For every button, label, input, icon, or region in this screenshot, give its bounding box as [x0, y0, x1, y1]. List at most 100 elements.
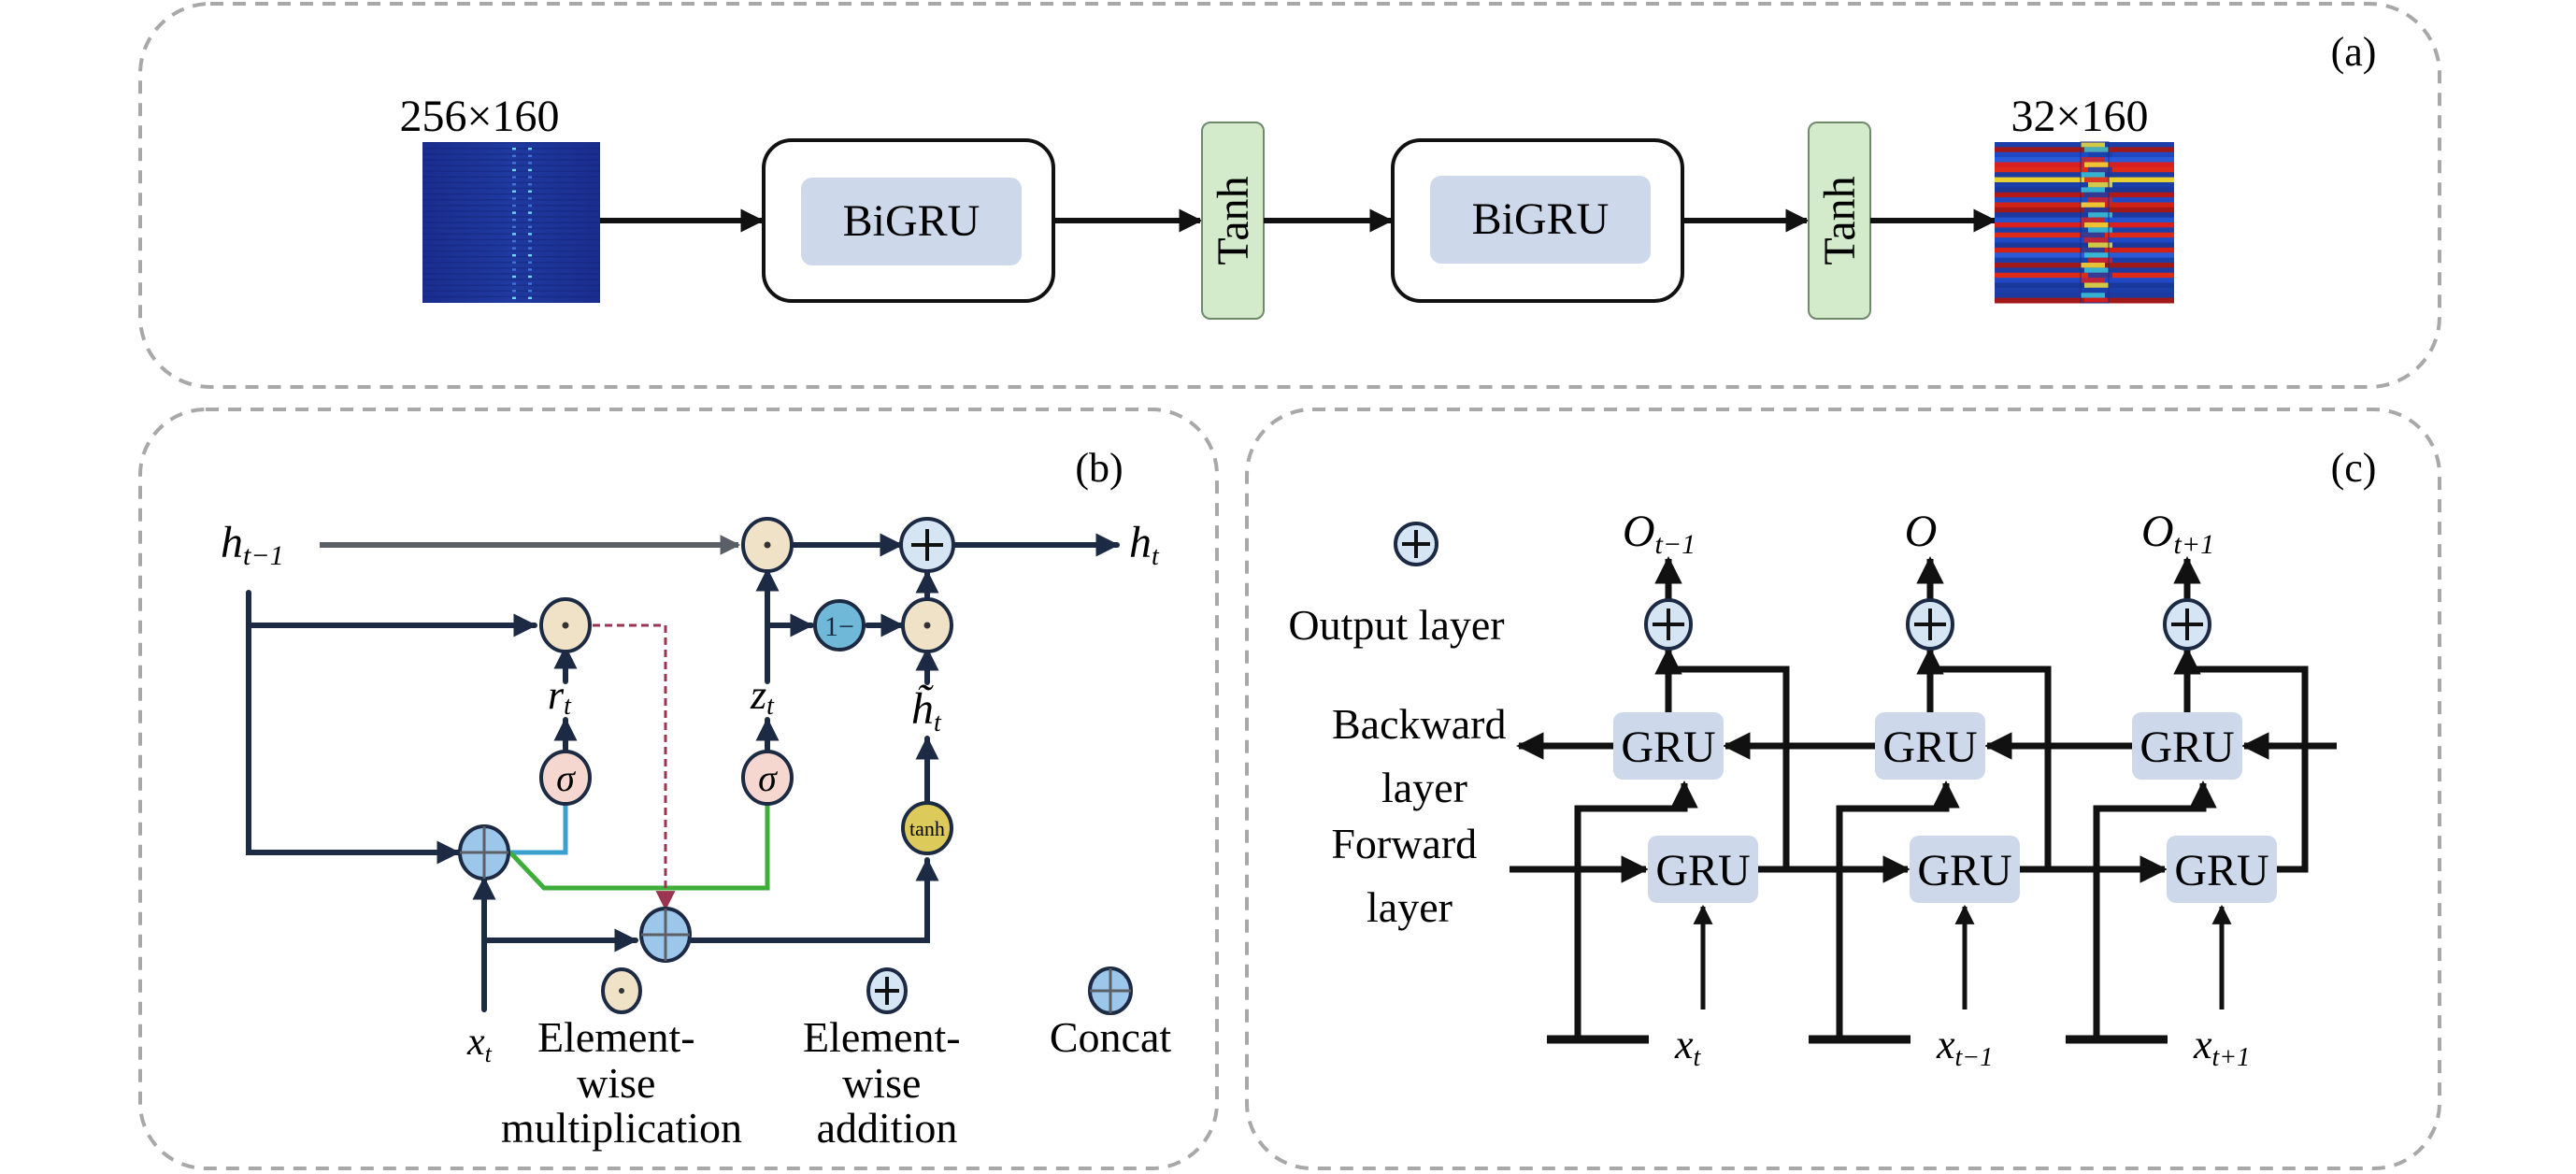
plus-icon — [1653, 608, 1684, 640]
spectrogram-peak — [528, 190, 532, 193]
feature-row — [1995, 287, 2174, 294]
feature-center-cell — [2084, 267, 2109, 273]
spectrogram-band — [422, 193, 600, 195]
spectrogram-peak — [512, 247, 516, 250]
legend-concat-label: Concat — [1050, 1013, 1172, 1061]
spectrogram-band — [422, 159, 600, 161]
input-to-backward-arrow — [2093, 780, 2217, 1039]
feature-center-cell — [2081, 202, 2105, 208]
feature-center-cell — [2088, 182, 2112, 188]
spectrogram-peak — [512, 282, 516, 285]
spectrogram-peak — [512, 211, 516, 214]
spectrogram-peak — [528, 197, 532, 200]
feature-center-cell — [2084, 177, 2109, 182]
panel-b: (b) ht−1 — [138, 408, 1219, 1170]
spectrogram-peak — [528, 233, 532, 236]
output-feature-map — [1995, 141, 2174, 304]
feature-center-cell — [2081, 247, 2105, 253]
concat-to-sigma2-line — [508, 804, 770, 891]
spectrogram-peak — [528, 204, 532, 208]
legend-mult-label: Element- wise multiplication — [501, 1013, 742, 1152]
feature-center-cell — [2084, 222, 2109, 228]
spectrogram-peak — [528, 211, 532, 214]
feature-center-cell — [2081, 278, 2105, 283]
spectrogram-band — [422, 187, 600, 190]
spectrogram-peak — [512, 254, 516, 257]
spectrogram-peak — [512, 268, 516, 271]
spectrogram-peak — [512, 204, 516, 208]
forward-gru-label: GRU — [1917, 846, 2011, 895]
concat-node-2 — [639, 907, 692, 963]
reset-to-concat2-dashed — [593, 623, 676, 911]
feature-row — [1995, 166, 2174, 173]
spectrogram-band — [422, 233, 600, 235]
feature-row — [1995, 182, 2174, 188]
feature-center-cell — [2081, 217, 2105, 222]
feature-center-cell — [2084, 282, 2109, 288]
backward-layer-label: Backward layer — [1332, 700, 1517, 811]
spectrogram-peak — [512, 197, 516, 200]
tanh-block-2: Tanh — [1808, 122, 1871, 320]
input-size-label: 256×160 — [399, 92, 559, 141]
legend-concat-icon — [1088, 966, 1133, 1015]
spectrogram-peak — [528, 296, 532, 299]
feature-center-cell — [2081, 142, 2105, 148]
panel-a-label: (a) — [2331, 29, 2377, 75]
forward-gru-3 — [2167, 836, 2277, 903]
spectrogram-band — [422, 210, 600, 212]
zt-label: zt — [750, 672, 775, 721]
top-mult-node — [741, 517, 794, 573]
output-size-label: 32×160 — [2011, 92, 2148, 141]
sigma-node-reset: σ — [539, 750, 592, 806]
panel-c-border — [1245, 408, 2441, 1170]
spectrogram-peak — [528, 247, 532, 250]
spectrogram-band — [422, 290, 600, 292]
feature-center-cell — [2088, 151, 2112, 158]
bigru-inner-2 — [1430, 176, 1651, 264]
panel-a: (a) 256×160 BiGRU Tanh BiGRU — [138, 2, 2441, 389]
feature-center-cell — [2088, 272, 2112, 279]
feature-center-band — [2080, 141, 2110, 304]
sigma-label-update: σ — [758, 757, 778, 799]
one-minus-node: 1− — [813, 599, 866, 651]
forward-to-output-line — [1668, 666, 1790, 873]
spectrogram-band — [422, 153, 600, 155]
feature-center-cell — [2088, 242, 2112, 248]
spectrogram-peak — [512, 190, 516, 193]
tanh-label-2: Tanh — [1815, 176, 1865, 265]
spectrogram-band — [422, 273, 600, 275]
spectrogram-band — [422, 238, 600, 241]
rt-label: rt — [548, 672, 572, 721]
panel-b-label: (b) — [1075, 445, 1123, 491]
spectrogram-peak — [512, 219, 516, 222]
feature-center-cell — [2084, 237, 2109, 243]
feature-center-cell — [2088, 197, 2112, 203]
spectrogram-peak — [528, 148, 532, 150]
spectrogram-band — [422, 148, 600, 150]
h-prev-branch — [246, 590, 461, 865]
spectrogram-peak — [512, 275, 516, 279]
tanh-node: tanh — [901, 801, 953, 855]
output-layer-label: Output layer — [1288, 601, 1504, 649]
feature-center-cell — [2088, 257, 2112, 263]
feature-center-cell — [2084, 162, 2109, 167]
update-mult-node — [901, 597, 953, 653]
backward-gru-2 — [1875, 712, 1985, 780]
spectrogram-band — [422, 244, 600, 247]
feature-center-cell — [2081, 293, 2105, 298]
spectrogram-band — [422, 227, 600, 229]
feature-center-cell — [2084, 207, 2109, 213]
spectrogram-peak — [528, 290, 532, 293]
forward-gru-1 — [1648, 836, 1758, 903]
bigru-label-1: BiGRU — [843, 196, 980, 246]
legend-add-label: Element- wise addition — [803, 1013, 971, 1152]
spectrogram-band — [422, 142, 600, 144]
legend-output-add-icon — [1394, 522, 1438, 566]
feature-row — [1995, 257, 2174, 264]
spectrogram-peak — [528, 254, 532, 257]
ht-label: ht — [1129, 518, 1160, 571]
concat-to-sigma1-line — [510, 804, 568, 855]
panel-c-label: (c) — [2331, 445, 2377, 491]
spectrogram-peak — [528, 261, 532, 264]
